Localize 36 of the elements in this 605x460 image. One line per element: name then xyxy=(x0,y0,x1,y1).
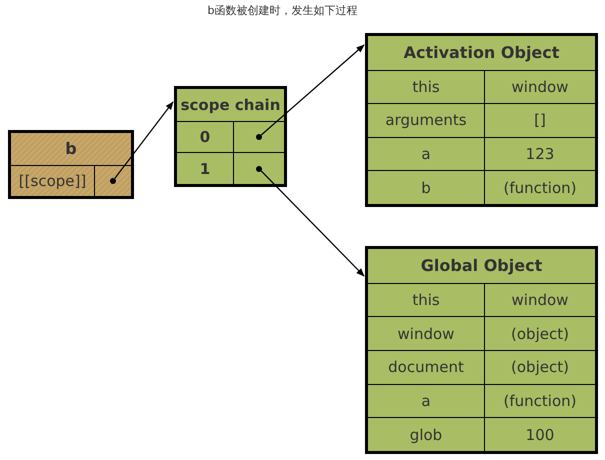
property-value: (function) xyxy=(504,392,576,410)
property-value: (object) xyxy=(511,324,569,343)
diagram-title: b函数被创建时，发生如下过程 xyxy=(206,3,358,18)
property-name: a xyxy=(421,145,431,164)
arrow xyxy=(260,170,365,277)
object-table xyxy=(365,246,598,454)
property-name: b xyxy=(421,178,431,197)
property-name: this xyxy=(412,290,440,309)
property-value: 123 xyxy=(526,145,554,164)
pointer-dot xyxy=(256,134,262,140)
table-title: Global Object xyxy=(420,256,542,276)
table-title: Activation Object xyxy=(404,43,560,62)
property-name: document xyxy=(388,358,464,376)
property-value: window xyxy=(512,290,568,309)
object-table xyxy=(8,130,134,199)
property-name: a xyxy=(421,392,431,410)
property-value: [] xyxy=(534,111,546,130)
property-name: this xyxy=(412,78,440,96)
property-name: glob xyxy=(410,426,442,444)
property-value: window xyxy=(512,78,568,96)
property-name: [[scope]] xyxy=(18,172,86,190)
property-value: 100 xyxy=(526,426,554,444)
pointer-dot xyxy=(110,178,116,184)
arrow xyxy=(114,101,174,179)
arrow xyxy=(260,44,365,136)
function-name: b xyxy=(65,139,77,158)
object-table xyxy=(365,33,598,207)
property-name: window xyxy=(398,324,454,343)
index-label: 1 xyxy=(200,160,210,178)
property-name: arguments xyxy=(385,111,467,130)
property-value: (function) xyxy=(504,178,576,197)
table-title: scope chain xyxy=(180,96,280,114)
object-table xyxy=(174,86,287,187)
property-value: (object) xyxy=(511,358,569,376)
pointer-dot xyxy=(256,166,262,172)
index-label: 0 xyxy=(200,128,210,146)
